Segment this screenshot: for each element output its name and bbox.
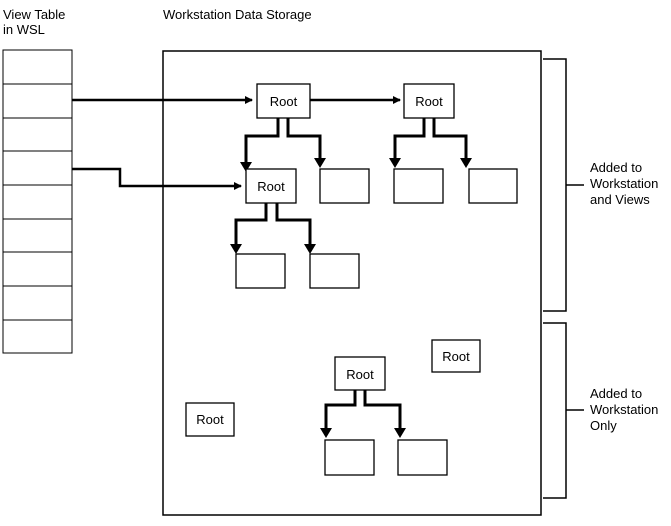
bracket-bottom-label-line1: Added to (590, 386, 642, 401)
bracket-top (543, 58, 584, 312)
root-node: Root (185, 402, 235, 437)
view-table-title-line1: View Table (3, 7, 65, 22)
view-table (2, 49, 73, 354)
view-table-slot (2, 150, 73, 186)
view-table-slot (2, 319, 73, 354)
child-nodes (235, 168, 518, 476)
pointer-arrow-2 (72, 167, 242, 190)
root-label: Root (196, 412, 224, 427)
storage-title: Workstation Data Storage (163, 7, 312, 22)
root-node: Root (334, 356, 386, 391)
root-node: Root (403, 83, 455, 119)
root-label: Root (415, 94, 443, 109)
bracket-top-label-line3: and Views (590, 192, 650, 207)
view-table-slot (2, 49, 73, 85)
bracket-top-label-line1: Added to (590, 160, 642, 175)
tree-connectors (234, 118, 468, 430)
view-table-slot (2, 184, 73, 220)
child-node (319, 168, 370, 204)
root-label: Root (257, 179, 285, 194)
view-table-slot (2, 218, 73, 253)
view-table-pointers (72, 96, 401, 190)
child-node (235, 253, 286, 289)
storage-frame (162, 50, 542, 516)
root-label: Root (270, 94, 298, 109)
root-node: Root (245, 168, 297, 204)
child-node (393, 168, 444, 204)
child-node (397, 439, 448, 476)
view-table-slot (2, 83, 73, 119)
child-node (309, 253, 360, 289)
root-node: Root (256, 83, 311, 119)
bracket-top-label-line2: Workstation (590, 176, 658, 191)
tree-arrowheads (230, 158, 472, 438)
root-node: Root (431, 339, 481, 373)
child-node (468, 168, 518, 204)
child-node (324, 439, 375, 476)
root-label: Root (346, 367, 374, 382)
root-label: Root (442, 349, 470, 364)
view-table-title-line2: in WSL (3, 22, 45, 37)
bracket-bottom-label-line3: Only (590, 418, 617, 433)
view-table-slot (2, 117, 73, 152)
bracket-bottom (543, 322, 584, 499)
view-table-slot (2, 285, 73, 321)
view-table-slot (2, 251, 73, 287)
bracket-bottom-label-line2: Workstation (590, 402, 658, 417)
